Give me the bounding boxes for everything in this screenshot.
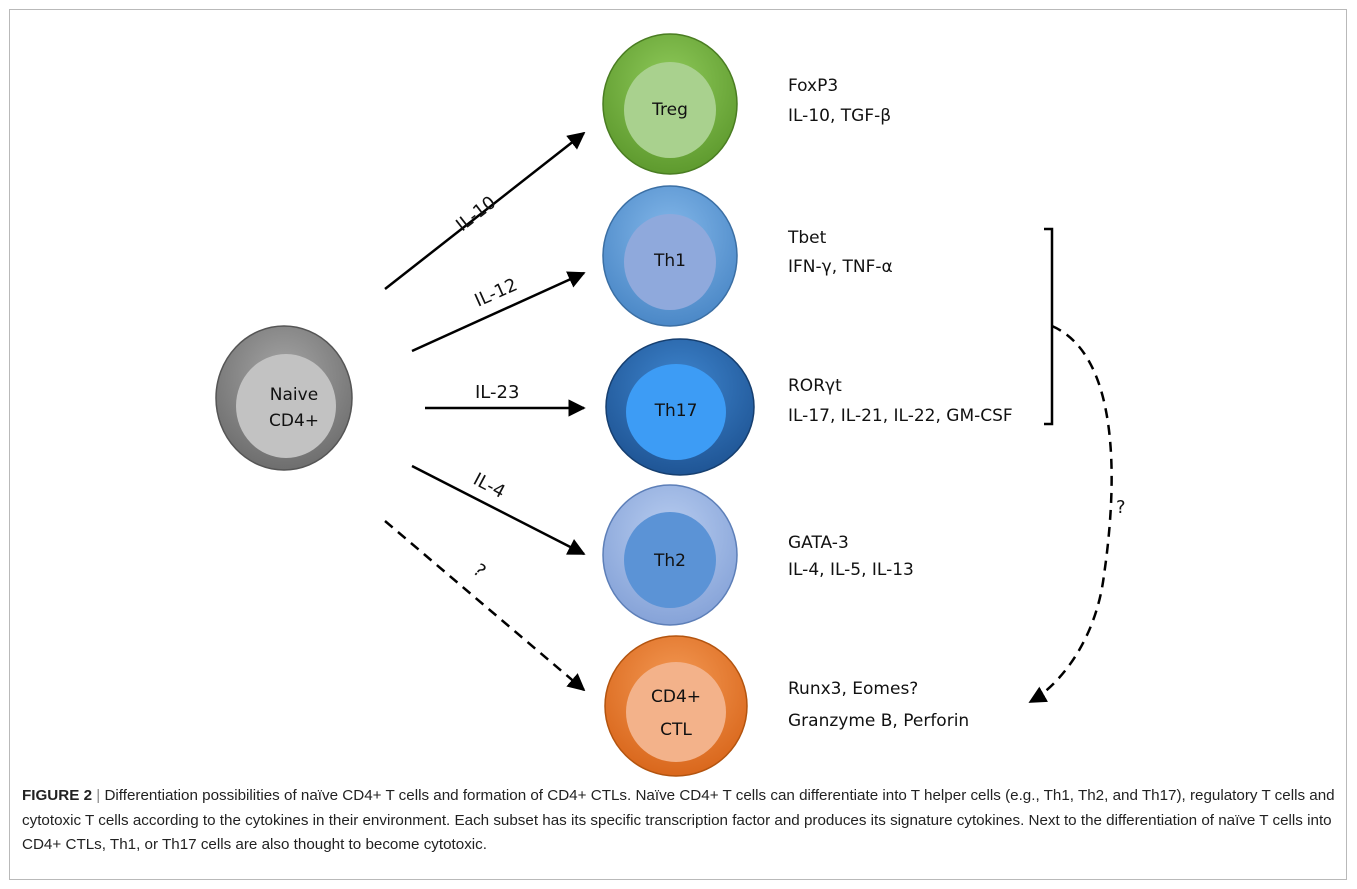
caption-separator: |: [96, 787, 101, 804]
th1-label: Th1: [653, 251, 686, 271]
feedback-question-label: ?: [1116, 497, 1126, 518]
treg-cell: Treg: [602, 33, 738, 175]
cd4-ctl-cell: CD4+ CTL: [604, 635, 748, 777]
treg-cytokines: IL-10, TGF-β: [788, 106, 891, 126]
figure-frame: [9, 9, 1347, 880]
th2-cytokines: IL-4, IL-5, IL-13: [788, 560, 914, 580]
ctl-cytokines: Granzyme B, Perforin: [788, 711, 969, 731]
caption-text: Differentiation possibilities of naïve C…: [22, 787, 1335, 853]
naive-cell-label-1: Naive: [270, 385, 318, 405]
arrow-label-il23: IL-23: [475, 382, 519, 403]
arrow-to-ctl-dashed: [384, 520, 586, 692]
naive-cell-label-2: CD4+: [269, 411, 319, 431]
th17-cytokines: IL-17, IL-21, IL-22, GM-CSF: [788, 406, 1013, 426]
th17-label: Th17: [654, 401, 698, 421]
ctl-label-1: CD4+: [651, 687, 701, 707]
th1-th17-bracket: [1044, 227, 1054, 426]
th2-cell: Th2: [602, 484, 738, 626]
figure-caption: FIGURE 2 | Differentiation possibilities…: [22, 784, 1340, 858]
differentiation-diagram: Naive CD4+ Treg FoxP3 IL-10, TGF-β Th1 T…: [215, 33, 1126, 777]
treg-label: Treg: [651, 100, 688, 120]
treg-transcription-factor: FoxP3: [788, 76, 838, 96]
th1-transcription-factor: Tbet: [787, 228, 827, 248]
naive-cd4-cell: Naive CD4+: [215, 325, 353, 471]
th1-cytokines: IFN-γ, TNF-α: [788, 257, 893, 277]
arrow-to-th1: [411, 271, 586, 353]
th2-label: Th2: [653, 551, 686, 571]
arrow-label-ctl-question: ?: [469, 560, 490, 582]
ctl-label-2: CTL: [660, 720, 692, 740]
figure-label: FIGURE 2: [22, 787, 93, 804]
th17-cell: Th17: [605, 338, 755, 476]
th1-cell: Th1: [602, 185, 738, 327]
ctl-transcription-factor: Runx3, Eomes?: [788, 679, 918, 699]
arrow-label-il10: IL-10: [452, 192, 500, 236]
th17-transcription-factor: RORγt: [788, 376, 842, 396]
th2-transcription-factor: GATA-3: [788, 533, 849, 553]
arrow-to-treg: [384, 131, 586, 290]
feedback-arrow-dashed: [1028, 324, 1113, 704]
arrow-to-th2: [411, 464, 586, 556]
